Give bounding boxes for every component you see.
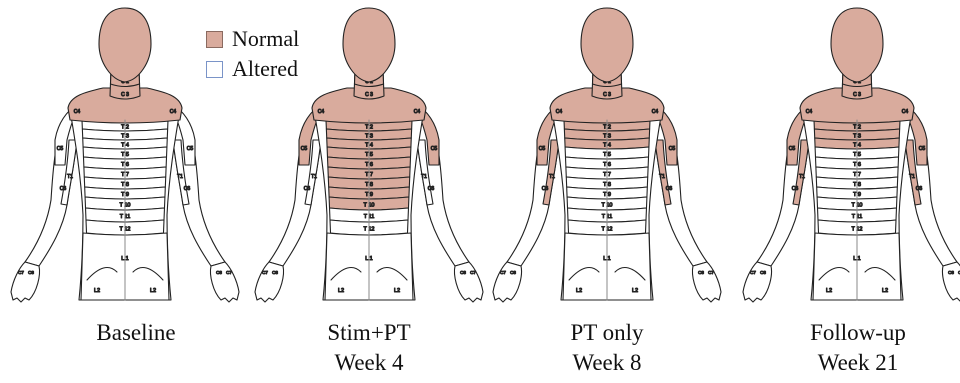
label-C4-right: C4 — [74, 109, 81, 115]
caption-line: PT only — [487, 318, 727, 348]
label-T1-left: T1 — [909, 174, 915, 180]
label-L2-left: L2 — [632, 288, 638, 294]
label-C8-right: C8 — [272, 270, 278, 275]
label-C8-left: C8 — [216, 270, 222, 275]
caption-follow-up: Follow-up Week 21 — [738, 318, 960, 378]
legend-label-normal: Normal — [232, 28, 299, 50]
label-C3: C 3 — [603, 92, 611, 98]
label-C3: C 3 — [365, 92, 373, 98]
label-T1-right: T1 — [549, 174, 555, 180]
label-C6-right: C6 — [792, 186, 799, 192]
label-C6-left: C6 — [666, 186, 673, 192]
legend: Normal Altered — [206, 24, 299, 84]
head — [581, 8, 633, 82]
caption-line: Stim+PT — [249, 318, 489, 348]
label-L2-left: L2 — [882, 288, 888, 294]
label-C7-right: C7 — [500, 270, 506, 275]
caption-pt-only: PT only Week 8 — [487, 318, 727, 378]
head — [831, 8, 883, 82]
label-C7-left: C7 — [708, 270, 714, 275]
label-C8-left: C8 — [460, 270, 466, 275]
label-T1-right: T1 — [799, 174, 805, 180]
label-C5-right: C5 — [57, 146, 64, 152]
label-C8-right: C8 — [28, 270, 34, 275]
label-C6-right: C6 — [304, 186, 311, 192]
label-C4-right: C4 — [806, 109, 813, 115]
head — [343, 8, 395, 82]
label-L2-right: L2 — [94, 288, 100, 294]
label-C7-left: C7 — [470, 270, 476, 275]
legend-swatch-altered — [206, 61, 223, 78]
caption-line: Week 21 — [738, 348, 960, 378]
hand-left — [210, 262, 239, 302]
label-C7-left: C7 — [226, 270, 232, 275]
label-T1-left: T1 — [421, 174, 427, 180]
hand-left — [454, 262, 483, 302]
label-C7-right: C7 — [262, 270, 268, 275]
legend-item-altered: Altered — [206, 54, 299, 84]
label-T1-left: T1 — [177, 174, 183, 180]
legend-item-normal: Normal — [206, 24, 299, 54]
label-C8-right: C8 — [510, 270, 516, 275]
label-T1-right: T1 — [311, 174, 317, 180]
caption-line: Week 8 — [487, 348, 727, 378]
hand-right — [255, 262, 284, 302]
hand-right — [11, 262, 40, 302]
label-C5-right: C5 — [301, 146, 308, 152]
label-C6-right: C6 — [60, 186, 67, 192]
hand-right — [743, 262, 772, 302]
label-C5-left: C5 — [669, 146, 676, 152]
label-C8-left: C8 — [698, 270, 704, 275]
label-C8-right: C8 — [760, 270, 766, 275]
label-C5-left: C5 — [431, 146, 438, 152]
head — [99, 8, 151, 82]
label-C6-right: C6 — [542, 186, 549, 192]
label-C4-left: C4 — [414, 109, 421, 115]
label-C6-left: C6 — [184, 186, 191, 192]
label-C5-right: C5 — [539, 146, 546, 152]
label-C4-left: C4 — [652, 109, 659, 115]
label-C4-right: C4 — [318, 109, 325, 115]
label-L2-right: L2 — [576, 288, 582, 294]
caption-line: Week 4 — [249, 348, 489, 378]
label-C4-left: C4 — [170, 109, 177, 115]
caption-line: Follow-up — [738, 318, 960, 348]
label-L2-right: L2 — [338, 288, 344, 294]
label-C5-left: C5 — [919, 146, 926, 152]
caption-baseline: Baseline — [16, 318, 256, 348]
hand-right — [493, 262, 522, 302]
caption-line: Baseline — [16, 318, 256, 348]
label-L2-left: L2 — [150, 288, 156, 294]
label-C4-left: C4 — [902, 109, 909, 115]
label-C6-left: C6 — [916, 186, 923, 192]
hand-left — [942, 262, 960, 302]
label-C3: C 3 — [121, 92, 129, 98]
label-C7-right: C7 — [18, 270, 24, 275]
label-C6-left: C6 — [428, 186, 435, 192]
label-C5-right: C5 — [789, 146, 796, 152]
label-T1-right: T1 — [67, 174, 73, 180]
label-C3: C 3 — [853, 92, 861, 98]
label-T1-left: T1 — [659, 174, 665, 180]
label-C4-right: C4 — [556, 109, 563, 115]
label-C8-left: C8 — [948, 270, 954, 275]
hand-left — [692, 262, 721, 302]
legend-label-altered: Altered — [232, 58, 298, 80]
legend-swatch-normal — [206, 31, 223, 48]
caption-stim-pt: Stim+PT Week 4 — [249, 318, 489, 378]
label-L2-left: L2 — [394, 288, 400, 294]
label-C5-left: C5 — [187, 146, 194, 152]
label-C7-right: C7 — [750, 270, 756, 275]
label-L2-right: L2 — [826, 288, 832, 294]
